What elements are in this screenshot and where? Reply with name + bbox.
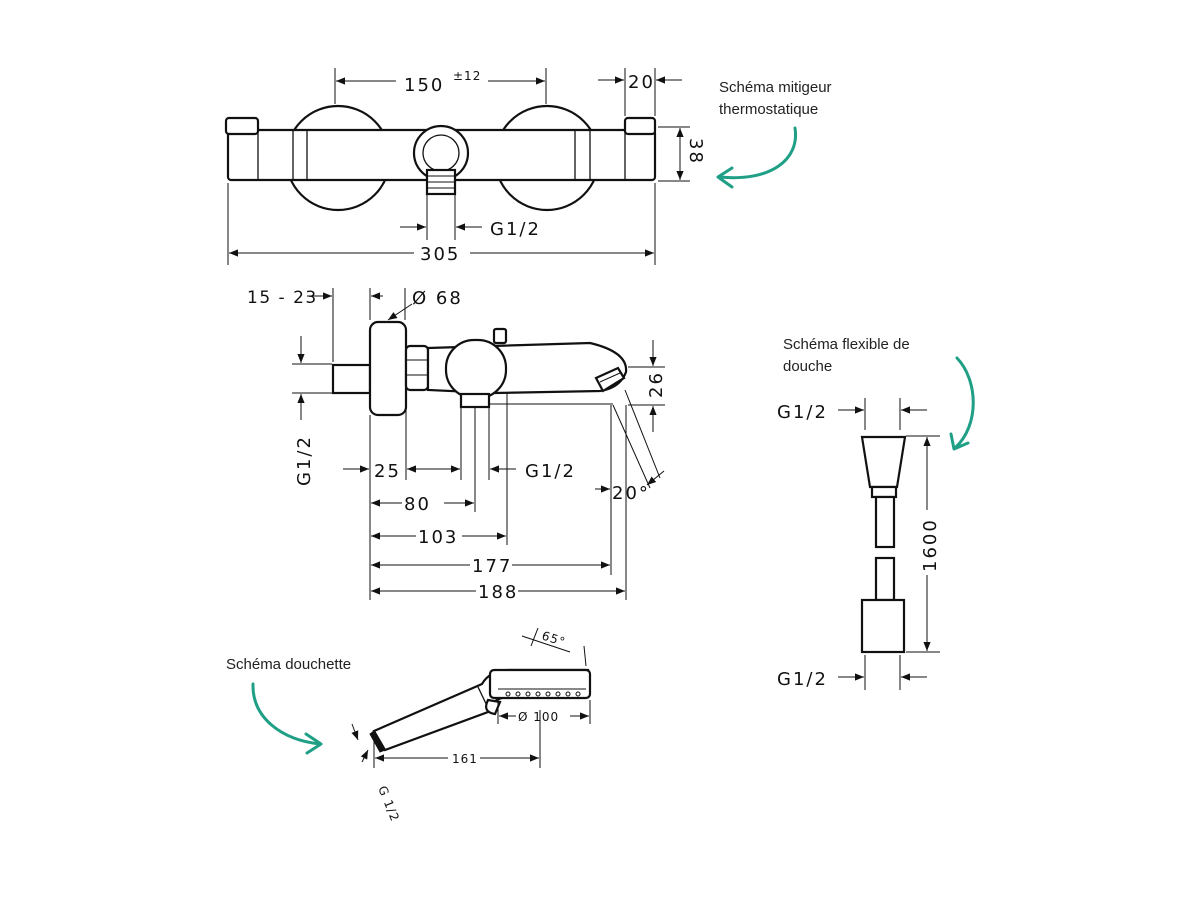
caption-handshower: Schéma douchette (226, 656, 351, 673)
dim-26: 26 (646, 371, 667, 398)
thermostat-top-view: 150 ±12 20 38 G1/2 305 (224, 68, 706, 265)
dim-161: 161 (452, 752, 478, 766)
caption-thermostat-line1: Schéma mitigeur (719, 79, 832, 96)
dim-20: 20 (628, 72, 655, 93)
wall-disc-side (368, 320, 408, 417)
dim-150: 150 (404, 75, 444, 96)
curved-arrow-thermostat-icon (718, 126, 798, 180)
thermostat-side-view: 15 - 23 Ø 68 G1/2 26 25 (247, 288, 667, 603)
dim-80: 80 (404, 494, 431, 515)
angle-20: 20° (612, 483, 650, 504)
dim-1600: 1600 (920, 518, 941, 572)
dim-diameter-100: Ø 100 (518, 710, 559, 724)
dim-103: 103 (418, 527, 458, 548)
dim-38: 38 (685, 138, 706, 165)
curved-arrow-hose-icon (953, 356, 975, 450)
dim-177: 177 (472, 556, 512, 577)
shower-hose-drawing: Schéma flexible de douche G1/2 1600 G1/2 (777, 336, 975, 690)
dim-25: 25 (374, 461, 401, 482)
caption-thermostat-line2: thermostatique (719, 101, 818, 118)
thread-g12-handshower: G 1/2 (375, 784, 402, 824)
thread-g12-hose-top: G1/2 (777, 402, 828, 423)
dim-diameter-68: Ø 68 (412, 288, 463, 309)
end-cap-right (623, 116, 657, 136)
thread-g12-side-left: G1/2 (294, 435, 315, 486)
caption-hose-line1: Schéma flexible de (783, 336, 910, 353)
dim-150-tolerance: ±12 (453, 69, 481, 83)
thread-g12-hose-bottom: G1/2 (777, 669, 828, 690)
end-cap-left (224, 116, 260, 136)
thread-g12-side-right: G1/2 (525, 461, 576, 482)
curved-arrow-handshower-icon (251, 682, 322, 746)
hand-shower-drawing: Schéma douchette 65° Ø 100 161 (226, 627, 592, 824)
thread-g12-top: G1/2 (490, 219, 541, 240)
dim-15-23: 15 - 23 (247, 288, 318, 308)
dim-305: 305 (420, 244, 460, 265)
dim-188: 188 (478, 582, 518, 603)
angle-65: 65° (540, 629, 567, 650)
caption-hose-line2: douche (783, 358, 832, 375)
